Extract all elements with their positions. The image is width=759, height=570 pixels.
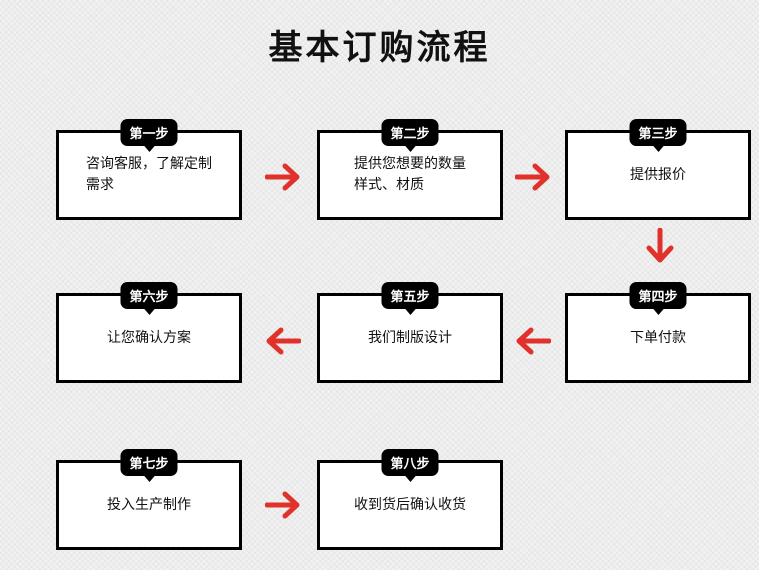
step-7-box: 第七步 投入生产制作 bbox=[56, 449, 242, 550]
step-8-box: 第八步 收到货后确认收货 bbox=[317, 449, 503, 550]
step-5-text: 我们制版设计 bbox=[368, 329, 452, 346]
arrow-right-icon bbox=[265, 490, 301, 520]
step-1-box: 第一步 咨询客服，了解定制 需求 bbox=[56, 119, 242, 220]
arrow-left-icon bbox=[515, 326, 551, 356]
step-4-box: 第四步 下单付款 bbox=[565, 282, 751, 383]
arrow-left-icon bbox=[265, 326, 301, 356]
step-8-text: 收到货后确认收货 bbox=[354, 496, 466, 513]
step-3-box: 第三步 提供报价 bbox=[565, 119, 751, 220]
step-1-text: 咨询客服，了解定制 需求 bbox=[86, 156, 212, 193]
step-6-label: 第六步 bbox=[120, 282, 178, 315]
step-7-label: 第七步 bbox=[120, 449, 178, 482]
step-1-label: 第一步 bbox=[120, 119, 178, 152]
step-7-text: 投入生产制作 bbox=[107, 496, 191, 513]
step-3-text: 提供报价 bbox=[630, 166, 686, 183]
step-4-text: 下单付款 bbox=[630, 329, 686, 346]
step-5-label: 第五步 bbox=[381, 282, 439, 315]
step-2-text: 提供您想要的数量 样式、材质 bbox=[354, 156, 466, 193]
step-2-box: 第二步 提供您想要的数量 样式、材质 bbox=[317, 119, 503, 220]
step-5-box: 第五步 我们制版设计 bbox=[317, 282, 503, 383]
arrow-right-icon bbox=[265, 162, 301, 192]
step-6-text: 让您确认方案 bbox=[107, 329, 191, 346]
step-2-label: 第二步 bbox=[381, 119, 439, 152]
page-title: 基本订购流程 bbox=[268, 28, 491, 68]
arrow-down-icon bbox=[645, 228, 675, 264]
step-4-label: 第四步 bbox=[629, 282, 687, 315]
arrow-right-icon bbox=[515, 162, 551, 192]
step-8-label: 第八步 bbox=[381, 449, 439, 482]
step-6-box: 第六步 让您确认方案 bbox=[56, 282, 242, 383]
step-3-label: 第三步 bbox=[629, 119, 687, 152]
